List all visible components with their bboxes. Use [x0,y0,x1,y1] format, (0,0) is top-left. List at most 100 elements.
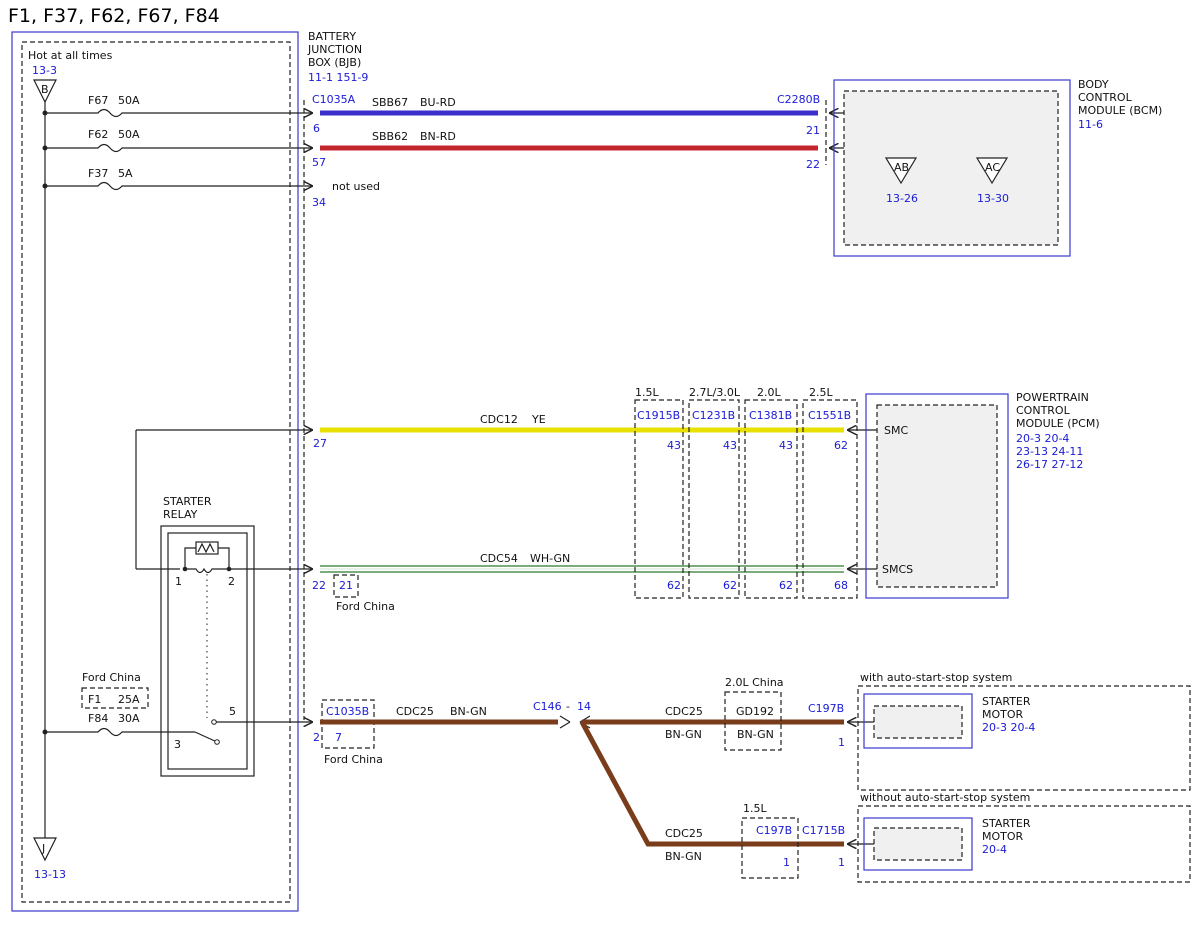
fuse-f37-rating: 5A [118,167,133,180]
relay-inner-box [167,532,248,770]
node-j-label: J [41,842,45,855]
variant-4-engine: 2.5L [809,386,833,399]
connector-c2280b: C2280B [777,93,820,106]
variant-1-engine: 1.5L [635,386,659,399]
splice-dash: - [566,700,570,713]
relay-pin-1-dot [182,566,188,572]
pcm-smc-label: SMC [884,424,908,437]
pcm-border [865,393,1009,599]
variant-3-smcs-pin: 62 [779,579,793,592]
bcm-name-line-2: CONTROL [1078,91,1133,104]
pin-7: 7 [335,731,342,744]
relay-pin-3-contact [214,739,220,745]
fuse-f84-wire [45,727,195,737]
fuse-f67-wire [45,110,312,117]
alt-connector-box [741,817,799,879]
not-used-label: not used [332,180,380,193]
bjb-border [11,31,299,912]
without-motor-refs: 20-4 [982,843,1007,856]
bjb-dashed-box [21,41,291,903]
node-b-triangle-icon [33,79,57,104]
hot-at-all-times-label: Hot at all times [28,49,113,62]
with-c197b-pin: 1 [838,736,845,749]
pcm-name-line-1: POWERTRAIN [1016,391,1089,404]
relay-pin-1: 1 [175,575,182,588]
c1715b-pin: 1 [838,856,845,869]
node-ab-label: AB [894,161,909,174]
bcm-name-line-1: BODY [1078,78,1109,91]
ford-china-pin-box [333,574,359,598]
variant-1-smc-pin: 43 [667,439,681,452]
pin-34: 34 [312,196,326,209]
variant-2-smcs-pin: 62 [723,579,737,592]
relay-pin-5: 5 [229,705,236,718]
bjb-name-line-1: BATTERY [308,30,356,43]
without-motor-dashed-box [873,827,963,861]
gd192-box [724,691,782,751]
bjb-name-line-2: JUNCTION [307,43,362,56]
page-title: F1, F37, F62, F67, F84 [8,5,220,27]
pin-2: 2 [313,731,320,744]
fuse-f84-rating: 30A [118,712,140,725]
circuit-cdc25-color-2: BN-GN [665,728,702,741]
with-asst-label: with auto-start-stop system [860,671,1012,684]
pin-27: 27 [313,437,327,450]
node-ac-label: AC [985,161,1000,174]
ford-china-label-1: Ford China [336,600,395,613]
variant-1-connector: C1915B [637,409,680,422]
splice-c146: C146 [533,700,562,713]
bjb-refs: 11-1 151-9 [308,71,368,84]
with-motor-refs: 20-3 20-4 [982,721,1035,734]
variant-2-smc-pin: 43 [723,439,737,452]
variant-2-engine: 2.7L/3.0L [689,386,741,399]
alt-fuse-region: Ford China [82,671,141,684]
variant-1-smcs-pin: 62 [667,579,681,592]
c1715b: C1715B [802,824,845,837]
without-motor-name-2: MOTOR [982,830,1024,843]
without-motor-border [863,817,973,871]
with-motor-border [863,693,973,749]
variant-box-2 [688,399,740,599]
variant-3-engine: 2.0L [757,386,781,399]
circuit-cdc12-color: YE [531,413,546,426]
variant-3-connector: C1381B [749,409,792,422]
circuit-cdc25-color-3: BN-GN [665,850,702,863]
with-c197b: C197B [808,702,844,715]
with-motor-dashed-box [873,705,963,739]
fuse-f62-wire [45,145,312,152]
node-j-triangle-icon [33,837,57,862]
gd192-engine-label: 2.0L China [725,676,784,689]
splice-pin: 14 [577,700,591,713]
circuit-cdc12-code: CDC12 [480,413,518,426]
connector-c1035b: C1035B [326,705,369,718]
alt-engine-label: 1.5L [743,802,767,815]
bcm-dashed-box [843,90,1059,246]
pin-57: 57 [312,156,326,169]
pcm-smcs-label: SMCS [882,563,913,576]
relay-pin-5-contact [211,719,217,725]
circuit-cdc54-color: WH-GN [530,552,570,565]
alt-fuse-box [81,687,149,709]
bjb-name-line-3: BOX (BJB) [308,56,361,69]
relay-pin-2-dot [226,566,232,572]
circuit-cdc25-code-2: CDC25 [665,705,703,718]
fuse-f84-id: F84 [88,712,108,725]
with-motor-name-2: MOTOR [982,708,1024,721]
variant-3-smc-pin: 43 [779,439,793,452]
fuse-f62-id: F62 [88,128,108,141]
circuit-cdc25-code-1: CDC25 [396,705,434,718]
circuit-sbb67-color: BU-RD [420,96,456,109]
gd192-color: BN-GN [737,728,774,741]
alt-connector-pin: 1 [783,856,790,869]
alt-fuse-id: F1 [88,693,101,706]
pcm-name-line-2: CONTROL [1016,404,1071,417]
with-motor-name-1: STARTER [982,695,1031,708]
alt-connector: C197B [756,824,792,837]
variant-4-smc-pin: 62 [834,439,848,452]
connector-c1035a: C1035A [312,93,356,106]
pin-6: 6 [313,122,320,135]
relay-switch-blade [194,731,218,743]
relay-pin-2: 2 [228,575,235,588]
pin-21: 21 [339,579,353,592]
